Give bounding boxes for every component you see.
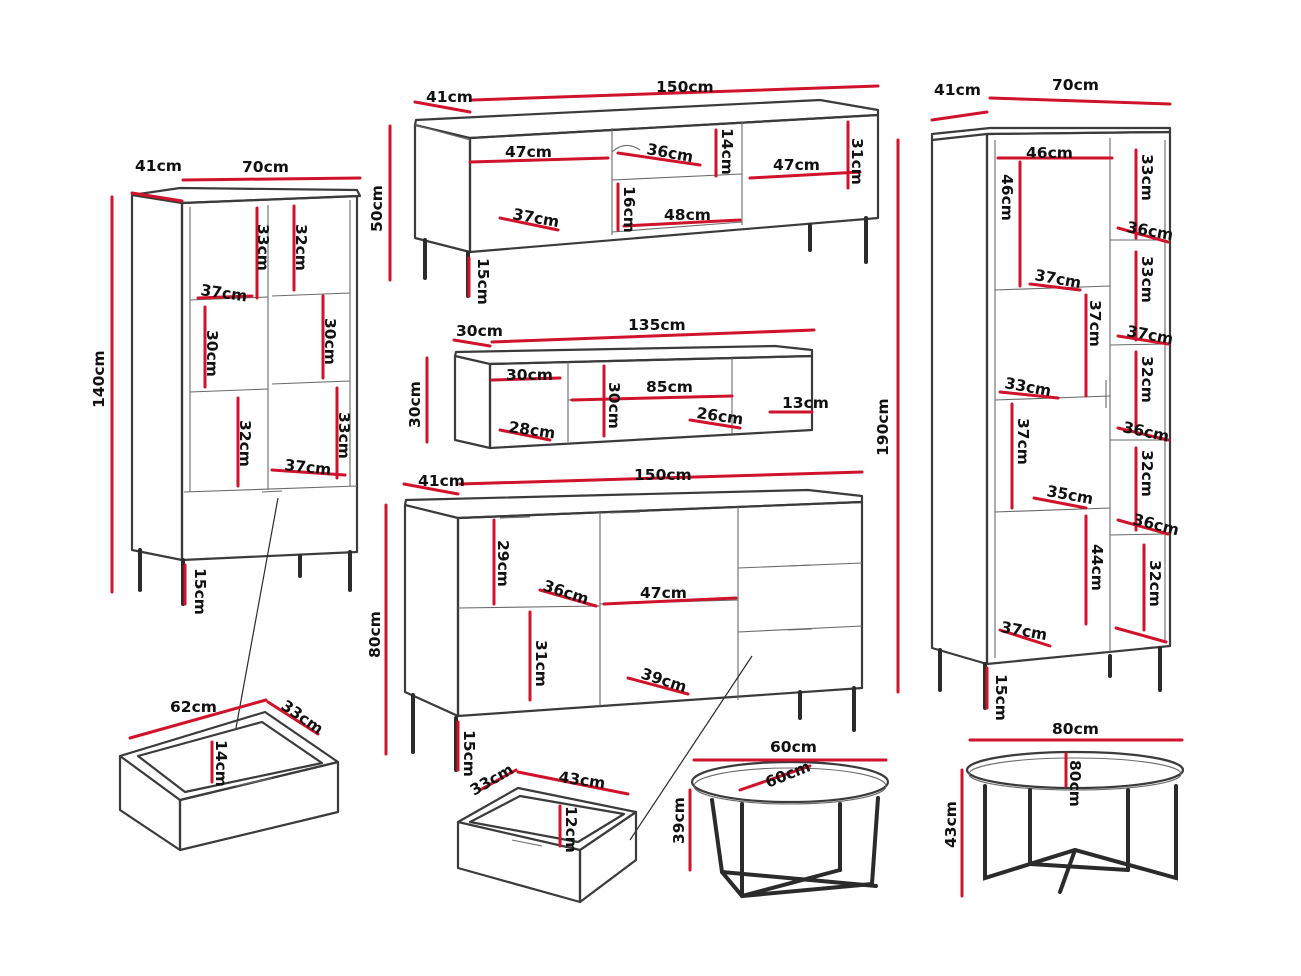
label-left-4-height: 44cm [1088,544,1106,591]
label-bottom-depth: 37cm [999,618,1048,644]
label-shelf-3-right: 33cm [335,412,353,459]
label-right-height: 31cm [848,138,866,185]
showcase-tall-dimension-lines [896,96,1172,710]
label-lower-left-height: 31cm [532,640,550,687]
label-depth: 41cm [426,88,473,106]
label-right-4-height: 32cm [1138,450,1156,497]
label-inner-width: 46cm [1026,144,1073,162]
label-width: 70cm [242,158,289,176]
label-drawer-depth: 33cm [278,697,327,739]
label-center-height: 30cm [605,382,623,429]
label-shelf-width: 47cm [640,584,687,602]
label-right-depth: 26cm [695,404,744,428]
coffee-table-large: 80cm 80cm 43cm [942,720,1185,898]
label-height: 140cm [90,350,108,408]
label-drawer-width: 62cm [170,698,217,716]
sideboard-labels: 41cm 150cm 80cm 29cm 36cm 47cm 31cm 39cm… [366,466,692,777]
label-drawer-height: 14cm [212,740,230,787]
label-height: 80cm [366,611,384,658]
label-table-height: 39cm [670,797,688,844]
label-drawer-height: 12cm [562,806,580,853]
label-leg-height: 15cm [191,568,209,615]
label-width: 150cm [634,466,692,484]
coffee-table-small: 60cm 60cm 39cm [670,738,890,899]
sideboard-drawer-pointer-line [629,655,753,841]
label-table-width: 60cm [770,738,817,756]
label-center-width: 85cm [646,378,693,396]
label-leg-height: 15cm [474,258,492,305]
wall-shelf: 30cm 135cm 30cm 30cm 30cm 85cm 13cm 28cm… [406,316,829,450]
label-depth: 41cm [135,157,182,175]
label-width: 150cm [656,78,714,96]
label-right-2-height: 33cm [1138,256,1156,303]
label-left-depth-2: 33cm [1003,374,1052,400]
drawer-small: 33cm 43cm 12cm [456,760,638,904]
label-left-depth-3: 35cm [1045,482,1094,508]
tv-stand [413,98,880,298]
label-shelf-1-right: 32cm [292,224,310,271]
label-top-left-height: 46cm [998,174,1016,221]
label-leg-height: 15cm [460,730,478,777]
label-height: 50cm [368,185,386,232]
drawer-large: 62cm 33cm 14cm [118,697,340,852]
label-right-5-height: 32cm [1146,560,1164,607]
label-center-top: 14cm [718,128,736,175]
label-left-3-height: 37cm [1014,418,1032,465]
label-table-width: 80cm [1052,720,1099,738]
label-left-depth: 28cm [507,418,556,442]
label-drawer-width: 43cm [557,768,606,792]
label-center-bottom: 16cm [620,186,638,233]
drawer-pointer-line [235,497,279,729]
label-upper-left-height: 29cm [494,540,512,587]
label-right-depth-3: 36cm [1121,418,1171,445]
tv-stand-dimension-lines [388,84,880,298]
label-center-width: 48cm [664,206,711,224]
label-shelf-2-right: 30cm [321,318,339,365]
showcase-cabinet-tall [930,126,1172,710]
label-shelf-depth-upper: 37cm [199,281,248,305]
label-left-2-height: 37cm [1086,300,1104,347]
label-shelf-1-left: 33cm [254,224,272,271]
label-table-diameter: 80cm [1066,760,1084,807]
label-shelf-depth: 36cm [541,577,591,609]
label-top-right-height: 33cm [1138,154,1156,201]
label-shelf-2-left: 30cm [203,330,221,377]
label-shelf-3-left: 32cm [236,420,254,467]
label-height: 190cm [874,398,892,456]
tv-stand-labels: 41cm 150cm 50cm 47cm 36cm 14cm 47cm 31cm… [368,78,866,305]
label-table-height: 43cm [942,801,960,848]
label-shelf-depth-lower: 37cm [284,456,333,479]
label-bottom-depth: 37cm [511,205,560,231]
label-right-3-height: 32cm [1138,356,1156,403]
showcase-small-dimension-lines [110,176,362,606]
label-right-height: 13cm [782,394,829,412]
showcase-small-labels: 41cm 70cm 140cm 33cm 32cm 37cm 30cm 30cm… [90,157,353,615]
sideboard [403,488,864,772]
label-depth: 41cm [934,81,981,99]
showcase-cabinet-small [130,186,362,606]
label-width: 70cm [1052,76,1099,94]
label-right-compartment: 47cm [773,156,820,174]
label-width: 135cm [628,316,686,334]
label-left-compartment: 30cm [506,366,553,384]
label-depth: 30cm [456,322,503,340]
label-center-depth: 36cm [645,140,694,166]
label-depth: 41cm [418,472,465,490]
sideboard-dimension-lines [384,470,864,772]
label-left-compartment: 47cm [505,143,552,161]
label-bottom-depth: 39cm [639,665,689,697]
label-height: 30cm [406,381,424,428]
label-leg-height: 15cm [992,674,1010,721]
